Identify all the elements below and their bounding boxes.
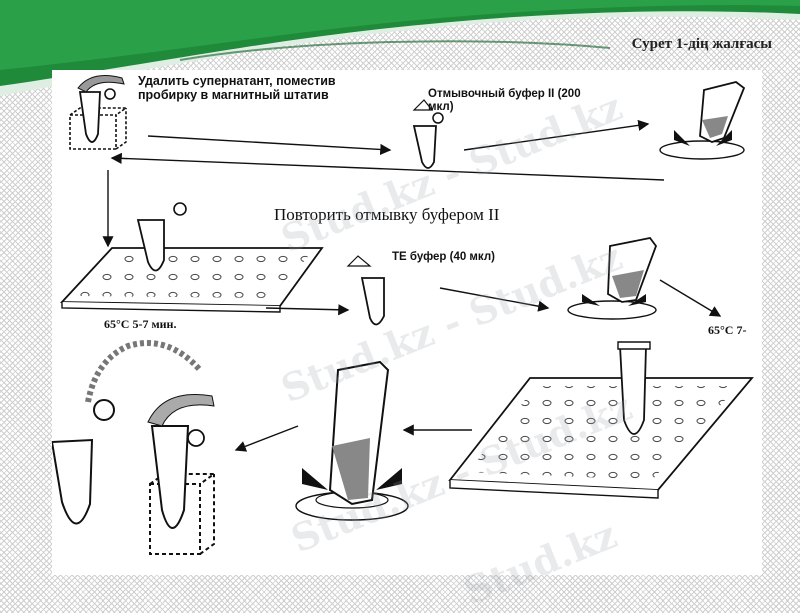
arrow-icon bbox=[102, 119, 722, 452]
microtube-icon bbox=[136, 202, 187, 272]
microtube-icon bbox=[346, 255, 385, 326]
step-label-repeat-wash: Повторить отмывку буфером II bbox=[274, 205, 500, 224]
microtube-icon bbox=[77, 75, 125, 143]
step-label-incubation-1: 65°С 5-7 мин. bbox=[104, 317, 177, 331]
microtube-icon bbox=[52, 340, 203, 525]
vortex-mixer-icon bbox=[567, 237, 658, 320]
microtube-icon bbox=[617, 341, 651, 435]
slide-title: Сурет 1-дің жалғасы bbox=[631, 36, 772, 52]
step-label-wash-buffer: Отмывочный буфер II (200 мкл) bbox=[428, 88, 581, 113]
vortex-mixer-icon bbox=[659, 81, 746, 160]
step-label-incubation-2: 65°С 7- bbox=[708, 323, 747, 337]
microtube-icon bbox=[412, 99, 444, 169]
step-label-te-buffer: ТЕ буфер (40 мкл) bbox=[392, 251, 495, 263]
diagram-canvas bbox=[52, 75, 754, 555]
step-label-remove-supernatant: Удалить супернатант, поместив пробирку в… bbox=[138, 74, 336, 102]
heating-block-icon bbox=[59, 247, 324, 313]
heating-block-icon bbox=[448, 377, 754, 499]
vortex-mixer-icon bbox=[295, 360, 409, 521]
slide-header-banner bbox=[0, 0, 800, 96]
microtube-icon bbox=[147, 394, 215, 529]
protocol-diagram: Удалить супернатант, поместив пробирку в… bbox=[52, 70, 762, 575]
